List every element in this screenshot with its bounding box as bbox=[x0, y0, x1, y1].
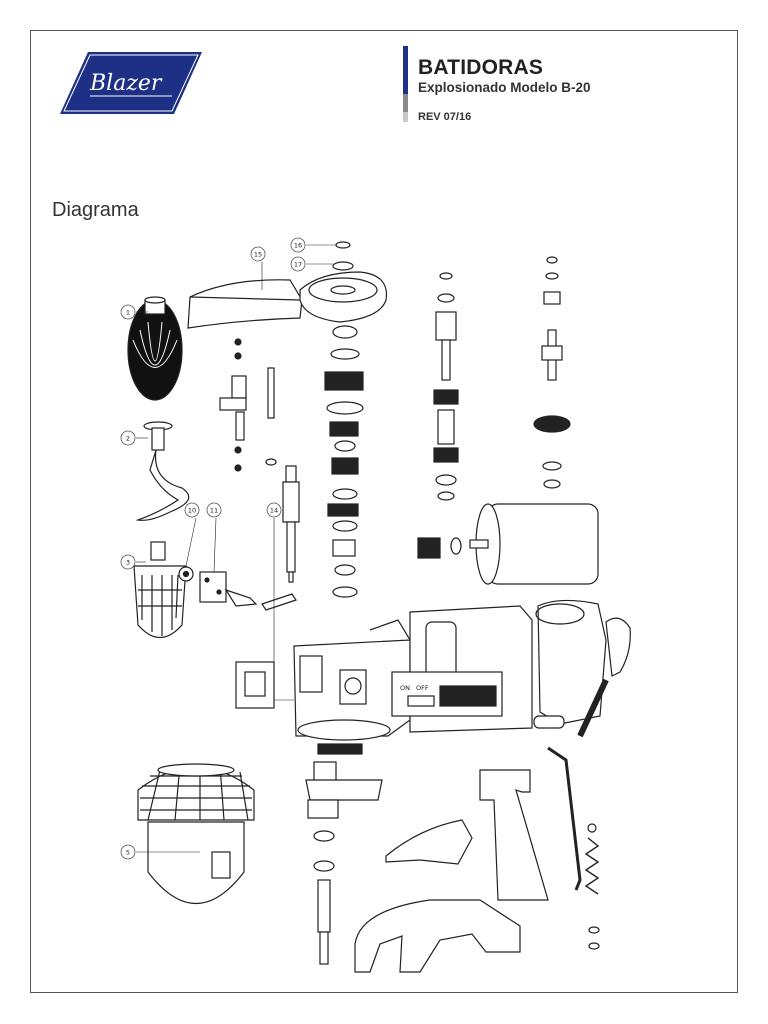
exploded-diagram: ON OFF bbox=[120, 237, 631, 973]
svg-text:2: 2 bbox=[126, 435, 130, 443]
callout-16: 16 bbox=[290, 237, 306, 253]
callout-5: 5 bbox=[120, 844, 136, 860]
switch-off-label: OFF bbox=[416, 684, 429, 692]
header-accent-bar-mid bbox=[403, 94, 408, 112]
page-frame bbox=[30, 30, 738, 993]
callout-2: 2 bbox=[120, 430, 136, 446]
gasket-part bbox=[235, 661, 275, 709]
adjusting-shaft-part bbox=[219, 338, 277, 472]
callout-3: 3 bbox=[120, 554, 136, 570]
blazer-logo: Blazer bbox=[60, 52, 202, 114]
main-housing-part bbox=[293, 619, 411, 755]
callout-15: 15 bbox=[250, 246, 266, 262]
rear-housing-part bbox=[533, 599, 631, 738]
right-shaft-assembly-a bbox=[433, 272, 459, 501]
svg-text:1: 1 bbox=[126, 309, 130, 317]
bowl-part bbox=[137, 763, 255, 905]
callout-1: 1 bbox=[120, 304, 136, 320]
main-shaft-part bbox=[282, 465, 300, 583]
motor-housing-part: ON OFF bbox=[391, 605, 533, 733]
top-cover-part bbox=[187, 279, 303, 329]
flat-beater-part bbox=[133, 541, 187, 639]
motor-part bbox=[417, 503, 599, 585]
callout-14: 14 bbox=[266, 502, 282, 518]
dough-hook-part bbox=[135, 421, 190, 521]
header-accent-bar bbox=[403, 46, 408, 94]
central-gear-stack bbox=[324, 325, 364, 598]
callout-10: 10 bbox=[184, 502, 200, 518]
logo-text: Blazer bbox=[89, 71, 163, 96]
header-accent-bar-light bbox=[403, 112, 408, 122]
svg-text:10: 10 bbox=[188, 507, 196, 515]
column-base-part bbox=[354, 746, 600, 973]
revision-label: REV 07/16 bbox=[418, 111, 472, 123]
leader-lines bbox=[136, 244, 336, 853]
section-title: Diagrama bbox=[52, 199, 139, 221]
callout-17: 17 bbox=[290, 256, 306, 272]
svg-text:17: 17 bbox=[294, 261, 302, 269]
lower-hub-part bbox=[305, 761, 383, 965]
gear-plate-part bbox=[299, 241, 388, 323]
svg-text:3: 3 bbox=[126, 559, 130, 567]
right-shaft-assembly-b bbox=[533, 256, 571, 489]
svg-text:15: 15 bbox=[254, 251, 262, 259]
callout-11: 11 bbox=[206, 502, 222, 518]
document-subtitle: Explosionado Modelo B-20 bbox=[418, 80, 591, 95]
adjuster-brackets bbox=[178, 566, 297, 611]
svg-text:14: 14 bbox=[270, 507, 278, 515]
whisk-part bbox=[127, 296, 183, 401]
document-title: BATIDORAS bbox=[418, 56, 544, 79]
svg-text:5: 5 bbox=[126, 849, 130, 857]
svg-text:11: 11 bbox=[210, 507, 218, 515]
switch-on-label: ON bbox=[400, 684, 410, 692]
svg-text:16: 16 bbox=[294, 242, 302, 250]
